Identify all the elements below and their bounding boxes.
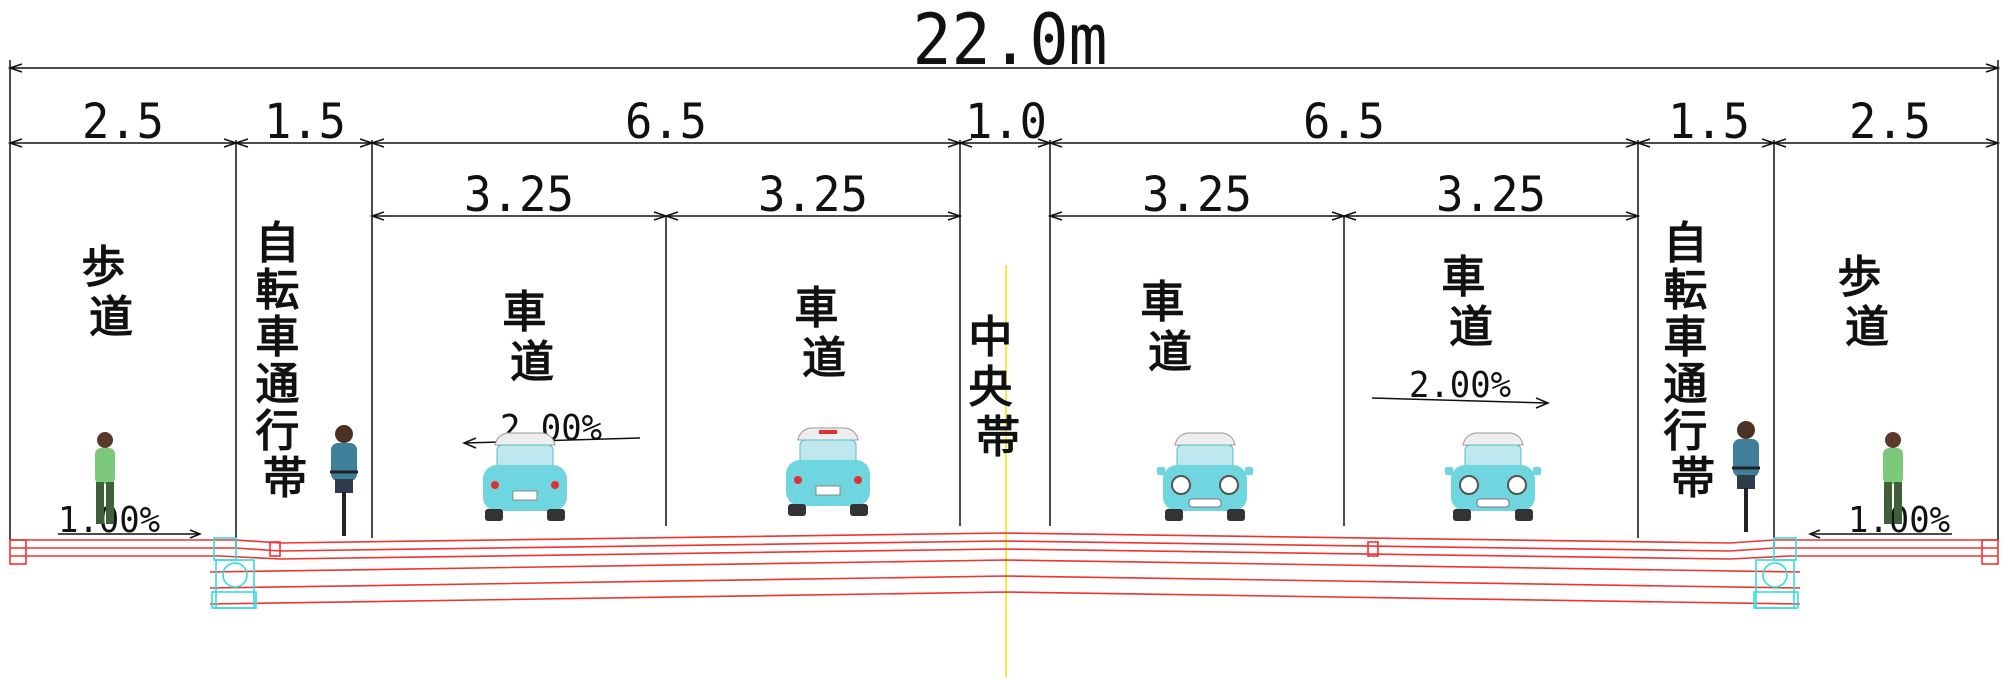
- section-dividers: [9, 140, 1999, 548]
- dim-lane-2: 3.25: [758, 167, 868, 223]
- dim-roadway-right: 6.5: [1303, 94, 1385, 150]
- dim-lane-4: 3.25: [1436, 167, 1546, 223]
- total-width-label: 22.0m: [913, 0, 1108, 81]
- dim-roadway-left: 6.5: [625, 94, 707, 150]
- label-bike-right: 自 転 車 通 行 帯: [1663, 218, 1722, 504]
- dim-bike-right: 1.5: [1668, 94, 1750, 150]
- label-median: 中 央 帯: [968, 312, 1027, 463]
- label-bike-left: 自 転 車 通 行 帯: [255, 218, 314, 504]
- pedestrian-icon: [1883, 432, 1903, 524]
- dim-bike-left: 1.5: [264, 94, 346, 150]
- car-front-icon: [1157, 432, 1253, 521]
- car-front-icon: [1445, 432, 1541, 521]
- car-rear-icon: [786, 427, 870, 516]
- section-labels: 歩 道 自 転 車 通 行 帯 車 道 車 道 中 央 帯 車 道 車: [81, 218, 1896, 504]
- label-sidewalk-right: 歩 道: [1837, 252, 1896, 353]
- dim-median: 1.0: [965, 94, 1047, 150]
- label-lane-4: 車 道: [1441, 252, 1500, 353]
- dim-sidewalk-right: 2.5: [1849, 94, 1931, 150]
- curb-left: [211, 537, 257, 609]
- label-lane-3: 車 道: [1140, 277, 1199, 378]
- label-sidewalk-left: 歩 道: [81, 242, 140, 343]
- dim-sidewalk-left: 2.5: [82, 94, 164, 150]
- pavement-layers: [9, 532, 1999, 605]
- cyclist-icon: [1732, 421, 1760, 532]
- cyclist-icon: [330, 425, 358, 536]
- label-lane-2: 車 道: [794, 283, 853, 384]
- curb-right: [1753, 537, 1799, 609]
- dim-lane-3: 3.25: [1142, 167, 1252, 223]
- total-dimension: [7, 60, 2001, 140]
- dim-lane-1: 3.25: [464, 167, 574, 223]
- lane-dimension-labels: 3.25 3.25 3.25 3.25: [464, 167, 1546, 223]
- car-rear-icon: [483, 432, 567, 521]
- width-dimension-labels: 2.5 1.5 6.5 1.0 6.5 1.5 2.5: [82, 94, 1931, 150]
- pedestrian-icon: [95, 432, 115, 524]
- label-lane-1: 車 道: [502, 287, 561, 388]
